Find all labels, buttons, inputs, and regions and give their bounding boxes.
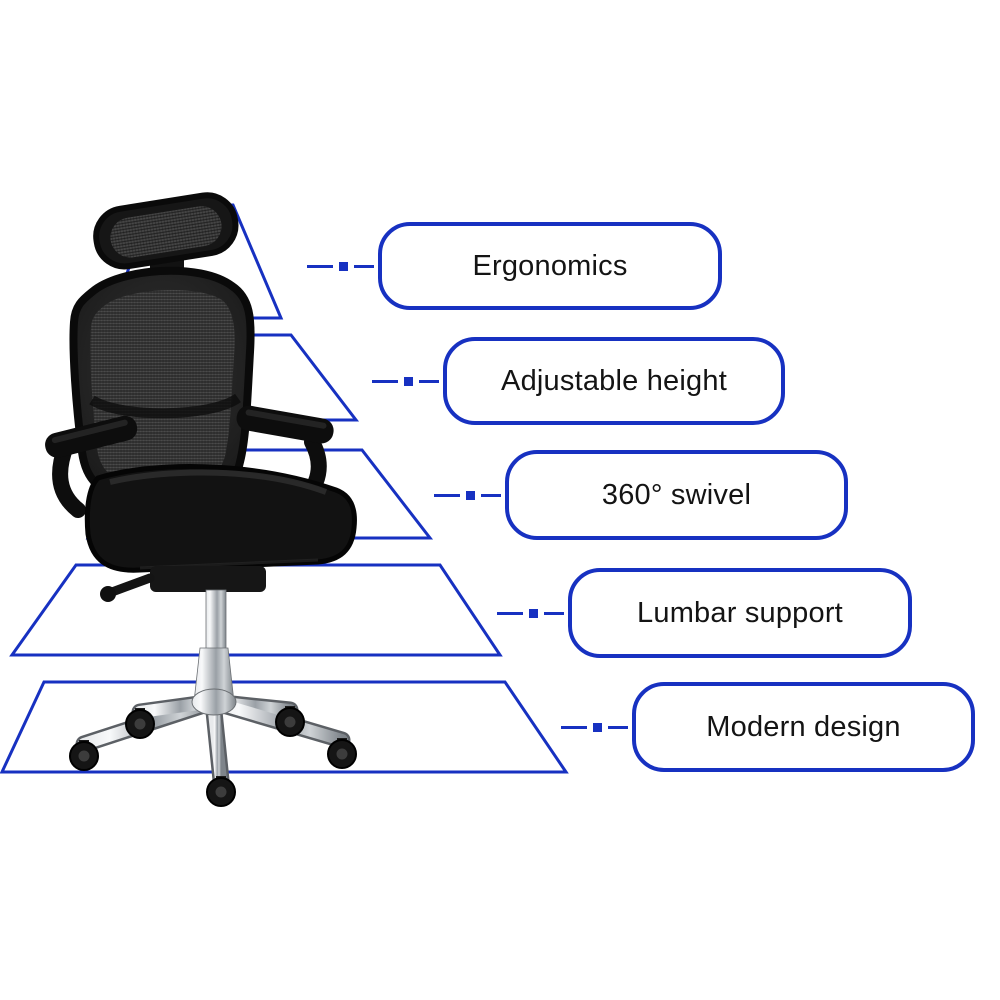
caster-wheel (69, 740, 99, 771)
caster-wheel (327, 738, 357, 769)
connector-dot (529, 609, 538, 618)
connector-line (372, 377, 439, 386)
pyramid-level-4 (9, 563, 503, 657)
casters (69, 706, 357, 807)
seat-cushion (84, 464, 357, 573)
feature-label: Adjustable height (501, 364, 727, 397)
feature-label: Modern design (706, 710, 901, 743)
connector-dot (404, 377, 413, 386)
chair-base (75, 688, 351, 789)
feature-label: Ergonomics (472, 249, 628, 282)
gas-lift-cylinder (193, 589, 235, 703)
feature-box-modern-design: Modern design (632, 682, 975, 772)
feature-box-lumbar-support: Lumbar support (568, 568, 912, 658)
connector-dot (593, 723, 602, 732)
connector-line (561, 723, 628, 732)
caster-wheel (275, 706, 305, 737)
backrest (69, 266, 255, 499)
pyramid-level-5 (0, 680, 569, 774)
feature-box-360-swivel: 360° swivel (505, 450, 848, 540)
connector-line (497, 609, 564, 618)
caster-wheel (206, 776, 236, 807)
connector-dot (339, 262, 348, 271)
headrest (93, 192, 239, 270)
tilt-mechanism (100, 566, 266, 602)
feature-box-ergonomics: Ergonomics (378, 222, 722, 310)
feature-label: 360° swivel (601, 478, 752, 511)
caster-wheel (125, 708, 155, 739)
feature-box-adjustable-height: Adjustable height (443, 337, 785, 425)
armrest-left (45, 415, 138, 518)
connector-line (307, 262, 374, 271)
connector-line (434, 491, 501, 500)
feature-label: Lumbar support (637, 596, 843, 629)
connector-dot (466, 491, 475, 500)
